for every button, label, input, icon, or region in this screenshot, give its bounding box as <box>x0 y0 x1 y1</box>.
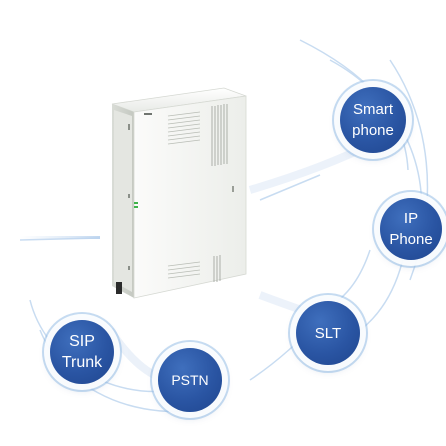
ip-phone-node: IP Phone <box>380 198 442 260</box>
smart-phone-label: Smart phone <box>352 101 394 139</box>
pstn-node: PSTN <box>158 348 222 412</box>
smart-phone-node: Smart phone <box>340 87 406 153</box>
pstn-label: PSTN <box>171 371 209 388</box>
pbx-device-image <box>111 87 247 299</box>
ip-phone-label: IP Phone <box>389 210 433 248</box>
sip-trunk-node: SIP Trunk <box>50 320 114 384</box>
sip-trunk-label: SIP Trunk <box>61 333 103 371</box>
slt-node: SLT <box>296 301 360 365</box>
slt-label: SLT <box>314 324 342 342</box>
